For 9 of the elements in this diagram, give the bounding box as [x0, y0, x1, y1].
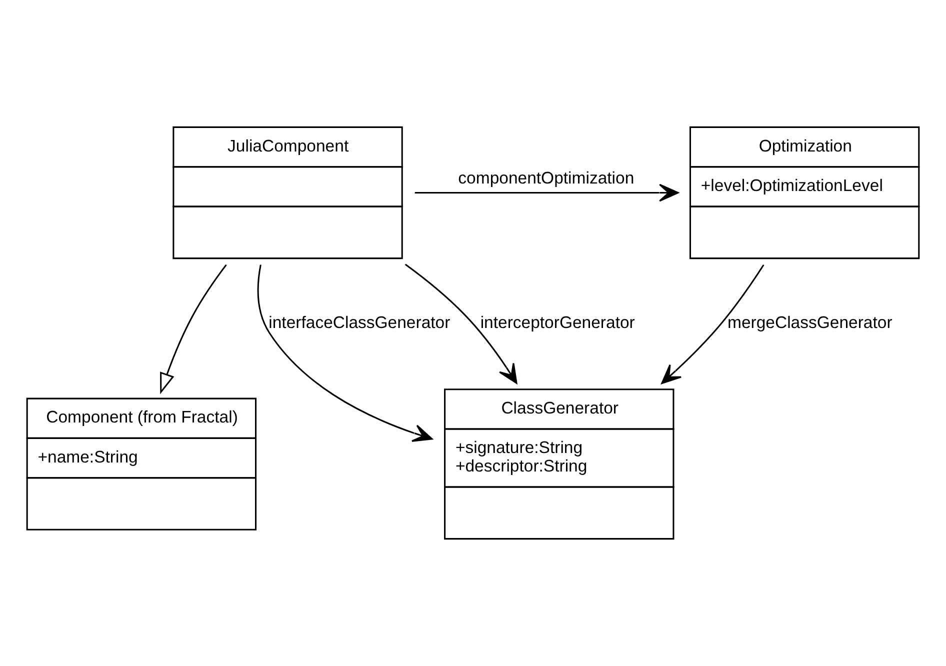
- edge-label: mergeClassGenerator: [728, 313, 892, 332]
- arrow: [160, 264, 227, 394]
- edge-label: componentOptimization: [458, 168, 634, 188]
- edge-label: interceptorGenerator: [480, 313, 635, 332]
- arrow: [404, 264, 518, 384]
- edge-label: interfaceClassGenerator: [268, 313, 450, 332]
- arrow: [257, 264, 433, 442]
- arrow: [414, 184, 679, 202]
- arrow: [661, 264, 764, 384]
